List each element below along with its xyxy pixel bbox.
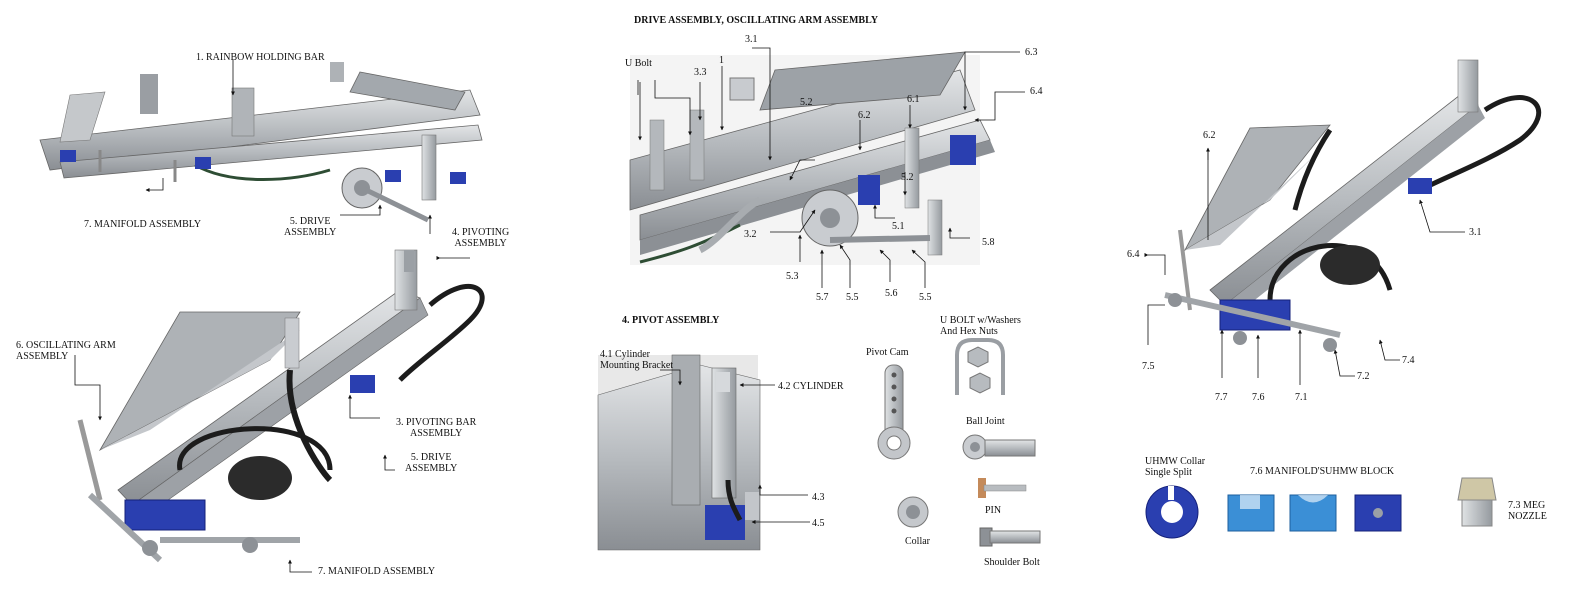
label-r-3-1: 3.1 (1469, 227, 1482, 238)
label-pivot-cam: Pivot Cam (866, 347, 909, 358)
label-5-5-b: 5.5 (919, 292, 932, 303)
label-manifold-assembly-top: 7. MANIFOLD ASSEMBLY (84, 219, 202, 230)
label-6-2: 6.2 (858, 110, 871, 121)
label-drive-assembly-top: 5. DRIVE ASSEMBLY (284, 216, 337, 238)
pivot-cylinder-photo (597, 354, 761, 551)
label-pivoting-bar-assembly: 3. PIVOTING BAR ASSEMBLY (396, 417, 477, 439)
label-r-6-2: 6.2 (1203, 130, 1216, 141)
label-3-1: 3.1 (745, 34, 758, 45)
label-rainbow-holding-bar: 1. RAINBOW HOLDING BAR (196, 52, 325, 63)
label-ball-joint: Ball Joint (966, 416, 1005, 427)
label-6-1: 6.1 (907, 94, 920, 105)
label-r-7-5: 7.5 (1142, 361, 1155, 372)
label-oscillating-arm-assembly: 6. OSCILLATING ARM ASSEMBLY (16, 340, 116, 362)
shoulder-bolt-part (979, 527, 1041, 547)
manifold-block-parts (1227, 494, 1402, 532)
label-4-5: 4.5 (812, 518, 825, 529)
label-r-7-1: 7.1 (1295, 392, 1308, 403)
label-u-bolt-washers: U BOLT w/Washers And Hex Nuts (940, 315, 1021, 337)
pivot-assembly-header: 4. PIVOT ASSEMBLY (622, 315, 720, 326)
label-r-6-4: 6.4 (1127, 249, 1140, 260)
label-manifold-assembly-bottom: 7. MANIFOLD ASSEMBLY (318, 566, 436, 577)
label-pivoting-assembly: 4. PIVOTING ASSEMBLY (452, 227, 510, 249)
label-5-5-a: 5.5 (846, 292, 859, 303)
uhmw-collar-part (1145, 485, 1199, 539)
label-5-1: 5.1 (892, 221, 905, 232)
collar-part (897, 496, 929, 528)
label-5-7: 5.7 (816, 292, 829, 303)
pivot-cam-part (877, 364, 911, 460)
label-6-4: 6.4 (1030, 86, 1043, 97)
drive-osc-header: DRIVE ASSEMBLY, OSCILLATING ARM ASSEMBLY (634, 15, 879, 26)
label-4-3: 4.3 (812, 492, 825, 503)
label-uhmw-collar: UHMW Collar Single Split (1145, 456, 1206, 478)
label-shoulder-bolt: Shoulder Bolt (984, 557, 1040, 568)
label-r-7-7: 7.7 (1215, 392, 1228, 403)
drive-assembly-photo (629, 51, 995, 265)
label-5-8: 5.8 (982, 237, 995, 248)
label-5-3: 5.3 (786, 271, 799, 282)
label-collar: Collar (905, 536, 930, 547)
label-1: 1 (719, 55, 724, 66)
meg-nozzle-part (1457, 477, 1497, 527)
label-cylinder-mounting-bracket: 4.1 Cylinder Mounting Bracket (600, 349, 674, 371)
manifold-assembly-photo (1164, 59, 1542, 352)
label-5-2-a: 5.2 (800, 97, 813, 108)
label-pin: PIN (985, 505, 1002, 516)
u-bolt-part (955, 338, 1005, 395)
label-r-7-4: 7.4 (1402, 355, 1415, 366)
label-6-3: 6.3 (1025, 47, 1038, 58)
pin-part (978, 478, 1027, 498)
label-r-7-6: 7.6 (1252, 392, 1265, 403)
ball-joint-part (962, 434, 1036, 460)
label-meg-nozzle: 7.3 MEG NOZZLE (1508, 500, 1547, 522)
label-3-3: 3.3 (694, 67, 707, 78)
label-drive-assembly-mid: 5. DRIVE ASSEMBLY (405, 452, 458, 474)
label-r-7-2: 7.2 (1357, 371, 1370, 382)
label-4-2-cylinder: 4.2 CYLINDER (778, 381, 844, 392)
leader-lines (74, 47, 1465, 573)
label-manifold-uhmw-block: 7.6 MANIFOLD'SUHMW BLOCK (1250, 466, 1395, 477)
pivoting-bar-photo (77, 249, 485, 563)
label-u-bolt: U Bolt (625, 58, 652, 69)
rainbow-bar-photo (39, 62, 483, 223)
label-3-2: 3.2 (744, 229, 757, 240)
label-5-6: 5.6 (885, 288, 898, 299)
label-5-2-b: 5.2 (901, 172, 914, 183)
